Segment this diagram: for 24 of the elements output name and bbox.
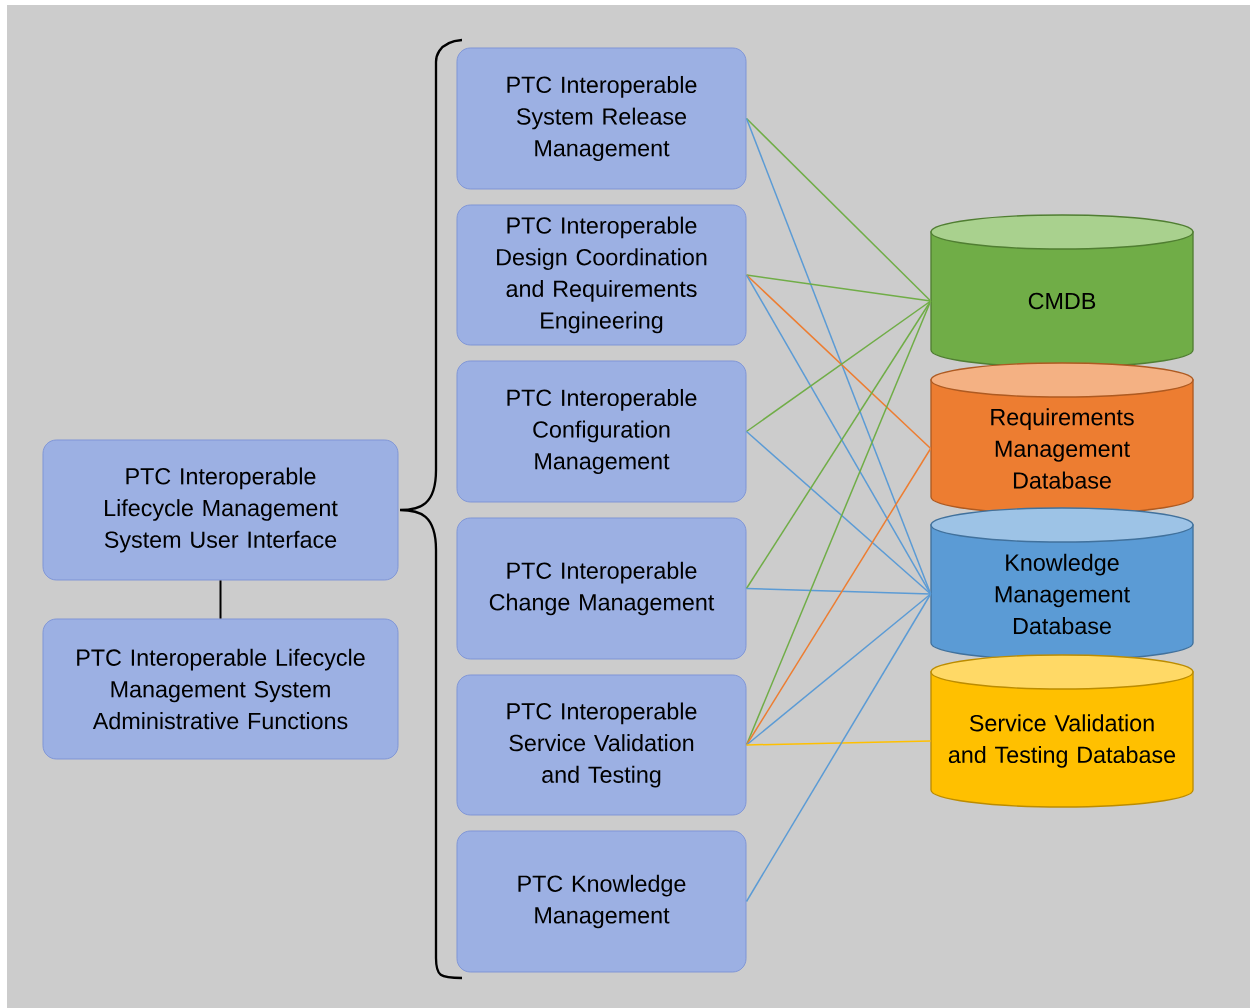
connector-line (745, 593, 932, 903)
process-box: PTC Knowledge Management (456, 830, 747, 973)
process-box: PTC Interoperable Service Validation and Testing (456, 674, 747, 816)
connector-line (745, 274, 932, 450)
process-box: PTC Interoperable Design Coordination and Requirements Engineering (456, 204, 747, 346)
connector-line (745, 117, 932, 302)
connector-line (745, 740, 932, 746)
process-box: PTC Interoperable System Release Management (456, 47, 747, 190)
connector-line (745, 430, 932, 595)
process-box: PTC Interoperable Configuration Management (456, 360, 747, 503)
database-cylinder: Knowledge Management Database (930, 507, 1194, 661)
process-box: PTC Interoperable Lifecycle Management System Administrative Functions (42, 618, 399, 760)
database-cylinder: Service Validation and Testing Database (930, 654, 1194, 808)
connector-line (745, 593, 932, 746)
process-box: PTC Interoperable Lifecycle Management System User Interface (42, 439, 399, 581)
connector-line (219, 579, 222, 620)
database-cylinder: CMDB (930, 214, 1194, 368)
database-cylinder: Requirements Management Database (930, 362, 1194, 515)
connector-line (745, 300, 932, 433)
connector-line (745, 300, 932, 746)
process-box: PTC Interoperable Change Management (456, 517, 747, 660)
connector-line (745, 587, 932, 595)
connector-line (745, 274, 932, 302)
connector-line (745, 447, 932, 746)
